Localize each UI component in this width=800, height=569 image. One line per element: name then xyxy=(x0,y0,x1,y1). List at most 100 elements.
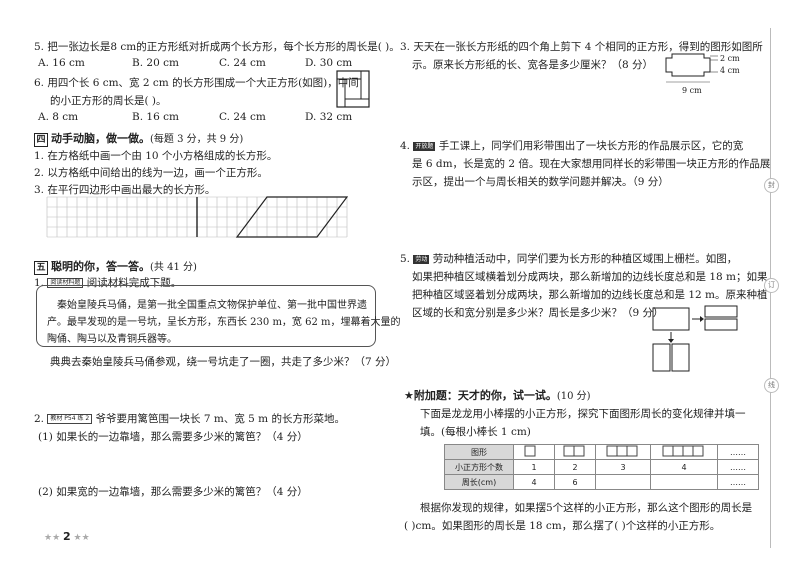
two-square-shape xyxy=(563,445,585,457)
margin-label-seal: 封 xyxy=(764,178,779,193)
section-4-heading: 四动手动脑，做一做。(每题 3 分，共 9 分) xyxy=(34,130,243,147)
problem-1-text: 阅读材料完成下题。 xyxy=(86,277,182,289)
right-q4-line1: 4. 开放题 手工课上，同学们用彩带围出了一块长方形的作品展示区，它的宽 xyxy=(400,138,743,153)
count-cell: 4 xyxy=(650,459,718,475)
bonus-score: (10 分) xyxy=(556,391,591,402)
reading-line-2: 产。最早发现的是一号坑，呈长方形，东西长 230 m，宽 62 m，埋幕着大量的 xyxy=(47,317,401,328)
labor-tag: 劳动 xyxy=(413,254,430,264)
page-number: 2 xyxy=(63,530,71,543)
right-q4-number: 4. xyxy=(400,140,411,152)
table-row: 图形 …… xyxy=(444,444,759,460)
one-square-shape xyxy=(524,445,536,457)
problem-2-sub-1: (1) 如果长的一边靠墙，那么需要多少米的篱笆？（4 分） xyxy=(38,431,308,443)
table-row: 小正方形个数 1 2 3 4 …… xyxy=(444,459,759,475)
problem-2-intro: 2. 教材 P54 练 2 爷爷要用篱笆围一块长 7 m、宽 5 m 的长方形菜… xyxy=(34,411,345,426)
count-cell: 3 xyxy=(595,459,651,475)
shape-cell xyxy=(650,444,718,460)
table-header-shape: 图形 xyxy=(444,444,514,460)
open-question-tag: 开放题 xyxy=(413,141,436,151)
bonus-question-line2: ( )cm。如果图形的周长是 18 cm，那么摆了( )个这样的小正方形。 xyxy=(404,520,721,532)
reading-line-1: 秦始皇陵兵马俑，是第一批全国重点文物保护单位、第一批中国世界遗 xyxy=(57,300,367,311)
table-header-count: 小正方形个数 xyxy=(444,459,514,475)
problem-2-text: 爷爷要用篱笆围一块长 7 m、宽 5 m 的长方形菜地。 xyxy=(95,413,345,425)
section-5-score: (共 41 分) xyxy=(150,262,197,273)
right-q5-text-1: 劳动种植活动中，同学们要为长方形的种植区域围上栅栏。如图， xyxy=(432,253,738,265)
problem-1-intro: 1. 阅读材料题 阅读材料完成下题。 xyxy=(34,275,181,290)
perimeter-cell: …… xyxy=(717,474,759,490)
parallelogram xyxy=(235,196,348,238)
shape-cell: …… xyxy=(717,444,759,460)
perimeter-cell: 4 xyxy=(513,474,555,490)
planting-area-figure xyxy=(652,305,738,372)
q5-option-d[interactable]: D. 30 cm xyxy=(305,57,353,69)
problem-1-question: 典典去秦始皇陵兵马俑参观，绕一号坑走了一圈，共走了多少米？（7 分） xyxy=(50,356,397,368)
fig-label-9cm: 9 cm xyxy=(682,86,702,95)
fig-label-4cm: 4 cm xyxy=(720,66,740,75)
section-4-title: 动手动脑，做一做。 xyxy=(51,132,150,145)
right-q5-line2: 如果把种植区域横着划分成两块，那么新增加的边线长度总和是 18 m；如果 xyxy=(412,271,768,283)
section-5-title: 聪明的你，答一答。 xyxy=(51,260,150,273)
cut-corners-figure xyxy=(665,53,718,83)
shape-cell xyxy=(554,444,596,460)
bonus-intro-line2: 填。(每根小棒长 1 cm) xyxy=(420,426,531,438)
right-q5-line3: 把种植区域竖着划分成两块，那么新增加的边线长度总和是 12 m。原来种植 xyxy=(412,289,768,301)
right-q5-line1: 5. 劳动 劳动种植活动中，同学们要为长方形的种植区域围上栅栏。如图， xyxy=(400,251,737,266)
q6-stem-line1: 6. 用四个长 6 cm、宽 2 cm 的长方形围成一个大正方形(如图)，中间 xyxy=(34,77,359,89)
right-q3-line2: 示。原来长方形纸的长、宽各是多少厘米？（8 分） xyxy=(412,59,654,71)
bonus-title: 附加题：天才的你，试一试。 xyxy=(413,389,557,402)
reading-material-box: 秦始皇陵兵马俑，是第一批全国重点文物保护单位、第一批中国世界遗 产。最早发现的是… xyxy=(36,285,401,347)
shape-cell xyxy=(513,444,555,460)
perimeter-cell-blank[interactable] xyxy=(650,474,718,490)
q5-stem: 5. 把一张边长是8 cm的正方形纸对折成两个长方形，每个长方形的周长是( )。 xyxy=(34,41,400,53)
four-rectangles-figure xyxy=(336,70,370,108)
four-square-shape xyxy=(662,445,704,457)
pattern-table: 图形 …… 小正方形个数 1 2 3 4 …… 周长(cm) 4 6 …… xyxy=(444,444,759,490)
section-4-number: 四 xyxy=(34,133,48,147)
page-number-footer: ★★ 2 ★★ xyxy=(44,530,90,543)
section-4-item-1: 1. 在方格纸中画一个由 10 个小方格组成的长方形。 xyxy=(34,150,278,162)
table-row: 周长(cm) 4 6 …… xyxy=(444,474,759,490)
problem-1-number: 1. xyxy=(34,277,45,289)
q5-option-b[interactable]: B. 20 cm xyxy=(132,57,179,69)
count-cell: 2 xyxy=(554,459,596,475)
bonus-intro-line1: 下面是龙龙用小棒摆的小正方形，探究下面图形周长的变化规律并填一 xyxy=(420,408,746,420)
bonus-star-icon: ★ xyxy=(404,389,414,402)
margin-label-line: 线 xyxy=(764,378,779,393)
problem-2-sub-2: (2) 如果宽的一边靠墙，那么需要多少米的篱笆？（4 分） xyxy=(38,486,308,498)
right-q4-line2: 是 6 dm，长是宽的 2 倍。现在大家想用同样长的彩带围一块正方形的作品展 xyxy=(412,158,771,170)
q5-option-c[interactable]: C. 24 cm xyxy=(219,57,266,69)
table-header-perimeter: 周长(cm) xyxy=(444,474,514,490)
section-4-score: (每题 3 分，共 9 分) xyxy=(150,134,244,145)
section-5-number: 五 xyxy=(34,261,48,275)
section-4-item-2: 2. 以方格纸中间给出的线为一边，画一个正方形。 xyxy=(34,167,268,179)
three-square-shape xyxy=(606,445,638,457)
textbook-reference-tag: 教材 P54 练 2 xyxy=(47,414,93,424)
margin-label-bind: 订 xyxy=(764,278,779,293)
perimeter-cell: 6 xyxy=(554,474,596,490)
section-4-item-3: 3. 在平行四边形中画出最大的长方形。 xyxy=(34,184,216,196)
q5-option-a[interactable]: A. 16 cm xyxy=(38,57,85,69)
right-q5-number: 5. xyxy=(400,253,411,265)
section-5-heading: 五聪明的你，答一答。(共 41 分) xyxy=(34,258,197,275)
q6-option-a[interactable]: A. 8 cm xyxy=(38,111,79,123)
q6-option-d[interactable]: D. 32 cm xyxy=(305,111,353,123)
reading-line-3: 陶俑、陶马以及青铜兵器等。 xyxy=(47,334,177,345)
right-q3-line1: 3. 天天在一张长方形纸的四个角上剪下 4 个相同的正方形，得到的图形如图所 xyxy=(400,41,763,53)
fig-label-2cm: 2 cm xyxy=(720,54,740,63)
right-q5-line4: 区域的长和宽分别是多少米？周长是多少米？（9 分） xyxy=(412,307,664,319)
count-cell: …… xyxy=(717,459,759,475)
q6-option-b[interactable]: B. 16 cm xyxy=(132,111,179,123)
grid-paper[interactable] xyxy=(46,196,348,246)
footer-star-icon: ★★ xyxy=(44,533,61,543)
footer-star-icon: ★★ xyxy=(73,533,90,543)
shape-cell xyxy=(595,444,651,460)
bonus-heading: ★附加题：天才的你，试一试。(10 分) xyxy=(404,387,591,403)
right-q4-text-1: 手工课上，同学们用彩带围出了一块长方形的作品展示区，它的宽 xyxy=(438,140,744,152)
q6-stem-line2: 的小正方形的周长是( )。 xyxy=(50,95,167,107)
q6-option-c[interactable]: C. 24 cm xyxy=(219,111,266,123)
right-q4-line3: 示区，提出一个与周长相关的数学问题并解决。（9 分） xyxy=(412,176,669,188)
bonus-question-line1: 根据你发现的规律，如果摆5个这样的小正方形，那么这个图形的周长是 xyxy=(420,502,753,514)
perimeter-cell-blank[interactable] xyxy=(595,474,651,490)
problem-2-number: 2. xyxy=(34,413,45,425)
count-cell: 1 xyxy=(513,459,555,475)
